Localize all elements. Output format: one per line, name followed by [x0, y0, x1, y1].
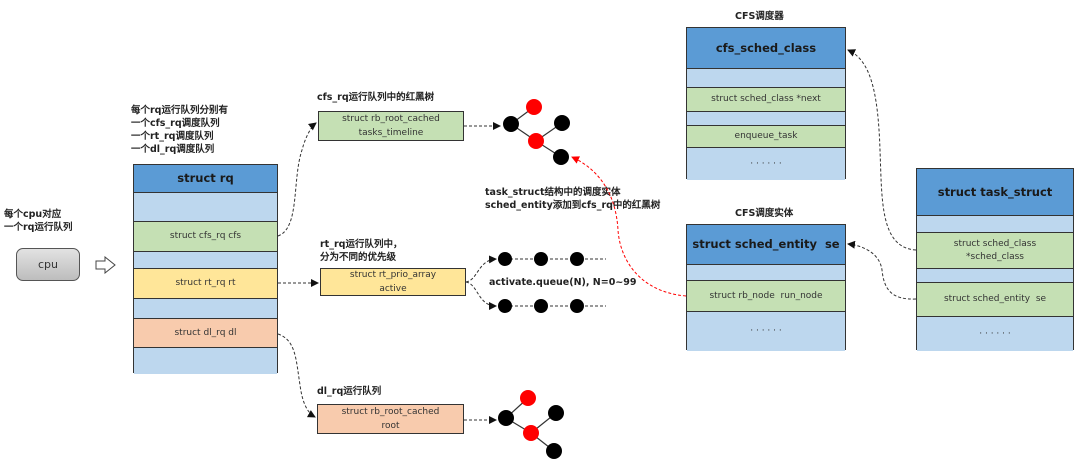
dl-root-box: struct rb_root_cached root — [317, 404, 464, 434]
cpu-label: cpu — [37, 258, 58, 271]
queue-node — [534, 252, 548, 266]
cfs-entity-title: CFS调度实体 — [735, 208, 794, 219]
struct-sched-entity: struct sched_entity se struct rb_node ru… — [686, 224, 846, 351]
sched-entity-run-node-field: struct rb_node run_node — [687, 281, 845, 312]
queue-node — [534, 299, 548, 313]
sched-entity-header: struct sched_entity se — [687, 225, 845, 265]
queue-node — [570, 299, 584, 313]
task-struct-row-blank — [917, 269, 1073, 283]
dl-note: dl_rq运行队列 — [317, 386, 382, 397]
rb-node-black — [503, 116, 519, 132]
rb-node-red — [526, 99, 542, 115]
task-struct-se-field: struct sched_entity se — [917, 283, 1073, 317]
rq-cfs-field: struct cfs_rq cfs — [134, 222, 277, 252]
rq-row-blank — [134, 193, 277, 222]
cpu-note: 每个cpu对应 一个rq运行队列 — [4, 209, 73, 233]
edge-active-to-queue-top — [465, 255, 497, 283]
se-note: task_struct结构中的调度实体 sched_entity添加到cfs_r… — [485, 187, 661, 211]
rq-note: 每个rq运行队列分别有 一个cfs_rq调度队列 一个rt_rq调度队列 一个d… — [131, 105, 228, 155]
rq-row-blank — [134, 299, 277, 319]
struct-task-struct: struct task_struct struct sched_class *s… — [916, 168, 1074, 351]
cfs-class-title: CFS调度器 — [735, 11, 784, 22]
rb-node-black — [546, 443, 562, 459]
queue-node — [498, 252, 512, 266]
rt-prio-array-box: struct rt_prio_array active — [320, 268, 466, 296]
rq-row-blank — [134, 348, 277, 374]
edge-dl-to-root — [277, 333, 316, 418]
rq-row-blank — [134, 252, 277, 269]
queue-node — [498, 299, 512, 313]
task-struct-sched-class-field: struct sched_class *sched_class — [917, 233, 1073, 269]
struct-rq: struct rq struct cfs_rq cfs struct rt_rq… — [133, 164, 278, 374]
edge-active-to-queue-bottom — [465, 281, 497, 310]
cfs-class-enqueue-field: enqueue_task — [687, 126, 845, 148]
edge-cfs-to-timeline — [277, 122, 317, 237]
sched-entity-more: · · · · · · — [687, 312, 845, 351]
rb-node-black — [554, 115, 570, 131]
edge-task-sched-class-to-cfs-class — [847, 49, 917, 251]
cfs-class-row-blank — [687, 112, 845, 126]
cpu-box: cpu — [16, 248, 80, 281]
rb-node-black — [553, 149, 569, 165]
edge-task-se-to-sched-entity — [847, 240, 917, 300]
tasks-timeline-box: struct rb_root_cached tasks_timeline — [318, 111, 464, 141]
task-struct-more: · · · · · · — [917, 317, 1073, 351]
rb-node-red — [528, 133, 544, 149]
task-struct-header: struct task_struct — [917, 169, 1073, 216]
right-arrow-icon — [95, 256, 116, 274]
cfs-tree-note: cfs_rq运行队列中的红黑树 — [317, 92, 435, 103]
edge-run-node-to-cfs-tree — [571, 156, 687, 297]
rb-node-red — [520, 390, 536, 406]
task-struct-row-blank — [917, 216, 1073, 233]
rq-rt-field: struct rt_rq rt — [134, 269, 277, 299]
cfs-sched-class-header: cfs_sched_class — [687, 28, 845, 69]
queue-node — [570, 252, 584, 266]
rb-node-red — [523, 425, 539, 441]
cfs-class-more: · · · · · · — [687, 148, 845, 180]
rb-node-black — [548, 405, 564, 421]
cfs-class-next-field: struct sched_class *next — [687, 88, 845, 112]
rq-dl-field: struct dl_rq dl — [134, 319, 277, 348]
rq-header: struct rq — [134, 165, 277, 193]
rt-note: rt_rq运行队列中， 分为不同的优先级 — [320, 239, 403, 263]
sched-entity-row-blank — [687, 265, 845, 281]
queue-note: activate.queue(N), N=0~99 — [489, 277, 637, 288]
rb-node-black — [498, 410, 514, 426]
struct-cfs-sched-class: cfs_sched_class struct sched_class *next… — [686, 27, 846, 180]
cfs-class-row-blank — [687, 69, 845, 88]
